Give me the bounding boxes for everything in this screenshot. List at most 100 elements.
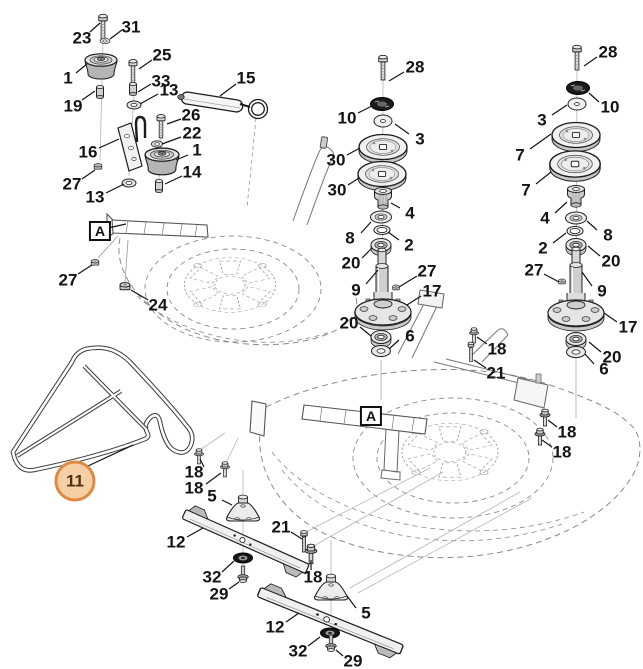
callout-3r[interactable]: 3 <box>537 110 547 130</box>
callout-28r[interactable]: 28 <box>598 42 618 62</box>
callout-33[interactable]: 33 <box>151 71 171 91</box>
callout-32a[interactable]: 32 <box>202 567 222 587</box>
callout-18rc[interactable]: 18 <box>552 442 572 462</box>
callout-11-highlighted[interactable]: 11 <box>54 460 96 502</box>
callout-23[interactable]: 23 <box>72 28 92 48</box>
bolt-28r <box>572 44 582 71</box>
callout-27a[interactable]: 27 <box>62 174 82 194</box>
bolt-18rc <box>534 427 546 446</box>
callout-5b[interactable]: 5 <box>361 603 371 623</box>
callout-10r[interactable]: 10 <box>600 97 620 117</box>
callout-13b[interactable]: 13 <box>85 187 105 207</box>
callout-21b[interactable]: 21 <box>271 517 291 537</box>
idler-pulley-1a <box>84 53 118 80</box>
callout-14[interactable]: 14 <box>182 162 202 182</box>
callout-7b[interactable]: 7 <box>521 180 531 200</box>
callout-18ra[interactable]: 18 <box>487 339 507 359</box>
callout-20r[interactable]: 20 <box>601 251 621 271</box>
callout-29b[interactable]: 29 <box>343 651 363 669</box>
callout-29a[interactable]: 29 <box>209 584 229 604</box>
callout-24[interactable]: 24 <box>148 295 168 315</box>
callout-8m[interactable]: 8 <box>345 228 355 248</box>
washer-22 <box>150 140 164 148</box>
nut-27m <box>392 284 400 291</box>
bolt-18rb <box>539 408 551 427</box>
callout-6m[interactable]: 6 <box>405 326 415 346</box>
callout-8r[interactable]: 8 <box>603 225 613 245</box>
callout-27r[interactable]: 27 <box>524 260 544 280</box>
deck-mount-rail-right <box>249 400 428 437</box>
reference-label-A-right: A <box>359 406 383 426</box>
callout-20m2[interactable]: 20 <box>339 313 359 333</box>
housing-17r <box>547 292 605 332</box>
blade-assembly-2 <box>253 540 407 662</box>
callout-16[interactable]: 16 <box>78 142 98 162</box>
callout-12b[interactable]: 12 <box>265 617 285 637</box>
bolt-26 <box>156 114 166 139</box>
blade-adapter-5a <box>225 494 261 522</box>
callout-12a[interactable]: 12 <box>166 532 186 552</box>
v-belt-11 <box>10 345 195 473</box>
idler-pulley-1b <box>144 147 180 176</box>
callout-9r[interactable]: 9 <box>597 281 607 301</box>
callout-28m[interactable]: 28 <box>405 57 425 77</box>
washer-3r <box>567 97 587 111</box>
nut-27r <box>558 278 566 285</box>
callout-7a[interactable]: 7 <box>515 145 525 165</box>
callout-20m[interactable]: 20 <box>341 253 361 273</box>
bolt-25 <box>128 59 138 84</box>
washer-32a <box>233 552 253 564</box>
callout-32b[interactable]: 32 <box>288 641 308 661</box>
nut-27a <box>93 163 103 170</box>
callout-10m[interactable]: 10 <box>337 108 357 128</box>
callout-25[interactable]: 25 <box>152 45 172 65</box>
callout-18rb[interactable]: 18 <box>557 422 577 442</box>
callout-17m[interactable]: 17 <box>422 281 442 301</box>
callout-1b[interactable]: 1 <box>192 140 202 160</box>
callout-3m[interactable]: 3 <box>415 129 425 149</box>
bearing-20m2 <box>370 330 392 348</box>
washer-3m <box>373 114 393 128</box>
bolt-29a <box>237 565 249 583</box>
callout-18ba[interactable]: 18 <box>184 462 204 482</box>
callout-9m[interactable]: 9 <box>351 280 361 300</box>
callout-4r[interactable]: 4 <box>540 208 550 228</box>
hub-4m <box>374 187 392 210</box>
callout-27m[interactable]: 27 <box>417 261 437 281</box>
spacer-14 <box>155 178 163 194</box>
washer-13a <box>126 100 142 110</box>
callout-2r[interactable]: 2 <box>538 238 548 258</box>
callout-18bc[interactable]: 18 <box>303 567 323 587</box>
callout-5a[interactable]: 5 <box>207 486 217 506</box>
ring-2m <box>373 224 391 236</box>
callout-19[interactable]: 19 <box>63 96 83 116</box>
callout-30b[interactable]: 30 <box>327 180 347 200</box>
callout-18bb[interactable]: 18 <box>184 478 204 498</box>
callout-27b[interactable]: 27 <box>58 270 78 290</box>
callout-30a[interactable]: 30 <box>326 150 346 170</box>
spacer-19 <box>96 84 104 100</box>
bolt-28m <box>378 54 388 81</box>
nut-24 <box>119 282 131 291</box>
washer-6m <box>371 345 391 357</box>
hub-4r <box>567 185 585 208</box>
callout-15[interactable]: 15 <box>236 68 256 88</box>
callout-31[interactable]: 31 <box>121 17 141 37</box>
cap-washer-10m <box>370 97 394 111</box>
ring-2r <box>566 225 584 237</box>
callout-13a[interactable]: 13 <box>159 80 179 100</box>
callout-22[interactable]: 22 <box>182 123 202 143</box>
reference-label-A-left: A <box>88 221 112 241</box>
washer-8r <box>565 211 587 225</box>
callout-1a[interactable]: 1 <box>63 68 73 88</box>
callout-4m[interactable]: 4 <box>405 203 415 223</box>
callout-2m[interactable]: 2 <box>404 235 414 255</box>
bolt-18ra <box>469 327 479 344</box>
callout-17r[interactable]: 17 <box>618 317 638 337</box>
callout-20r2[interactable]: 20 <box>602 347 622 367</box>
callout-21ra[interactable]: 21 <box>486 363 506 383</box>
callout-6r[interactable]: 6 <box>599 359 609 379</box>
callout-26[interactable]: 26 <box>181 105 201 125</box>
spindle-column-middle <box>354 54 412 357</box>
